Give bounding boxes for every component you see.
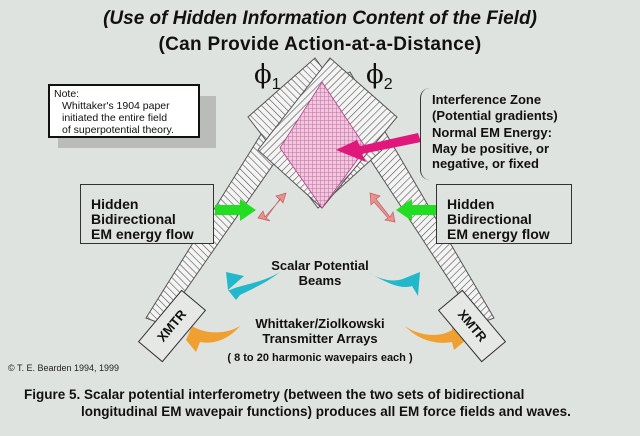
note-line: initiated the entire field: [62, 112, 168, 124]
note-line: of superpotential theory.: [62, 124, 174, 136]
note-heading: Note:: [54, 88, 80, 100]
interference-zone-label: Interference Zone (Potential gradients) …: [432, 92, 558, 171]
phi2-label: ϕ2: [366, 60, 393, 94]
phi1-label: ϕ1: [254, 60, 281, 94]
orange-arrow-left: [186, 326, 240, 352]
orange-arrow-right: [405, 320, 466, 350]
wavepairs-label: ( 8 to 20 harmonic wavepairs each ): [227, 352, 413, 364]
transmitter-arrays-label: Whittaker/Ziolkowski Transmitter Arrays: [255, 316, 385, 346]
magenta-arrow: [336, 133, 421, 162]
green-arrow-right: [396, 199, 436, 221]
cyan-arrow-left: [226, 272, 280, 300]
title-line-2: (Can Provide Action-at-a-Distance): [158, 34, 482, 55]
hidden-flow-right-box: Hidden Bidirectional EM energy flow: [436, 184, 572, 244]
hidden-flow-left-box: Hidden Bidirectional EM energy flow: [80, 184, 214, 244]
note-line: Whittaker's 1904 paper: [62, 100, 170, 112]
interference-zone: [279, 81, 367, 209]
copyright: © T. E. Bearden 1994, 1999: [8, 363, 120, 373]
brace-icon: [420, 88, 431, 180]
figure-caption: Figure 5. Scalar potential interferometr…: [24, 387, 571, 419]
double-arrow-right: [369, 192, 396, 223]
scalar-beams-label: Scalar Potential Beams: [271, 258, 369, 288]
green-arrow-left: [215, 199, 256, 221]
cyan-arrow-right: [368, 272, 420, 296]
note-box: Note: Whittaker's 1904 paper initiated t…: [48, 84, 200, 138]
double-arrow-left: [257, 192, 287, 222]
title-line-1: (Use of Hidden Information Content of th…: [103, 8, 537, 29]
